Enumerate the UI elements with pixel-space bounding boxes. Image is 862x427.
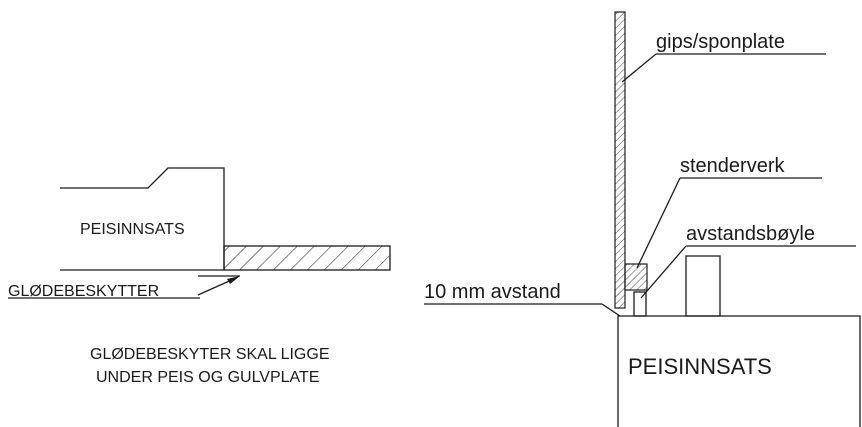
left-insert-label: PEISINNSATS [80, 221, 185, 238]
fireplace-insert-outline [60, 167, 225, 271]
gap-leader [601, 303, 621, 317]
stud-leader [636, 177, 681, 269]
note-line-2: UNDER PEIS OG GULVPLATE [96, 369, 319, 386]
ember-protector-plate [223, 245, 391, 271]
note-line-1: GLØDEBESKYTER SKAL LIGGE [90, 346, 330, 363]
stud-label: stenderverk [680, 155, 785, 177]
right-insert-label: PEISINNSATS [628, 354, 772, 379]
stud-section [624, 263, 648, 291]
wall-leader [621, 53, 657, 83]
plasterboard-wall [614, 11, 626, 309]
bracket-label: avstandsbøyle [686, 223, 815, 245]
fireplace-insert-box [617, 315, 861, 427]
insert-top-block [685, 255, 721, 317]
left-detail: PEISINNSATS GLØDEBESKYTTER GLØDEBESKYTER… [8, 167, 391, 386]
protector-label: GLØDEBESKYTTER [8, 283, 159, 300]
gap-label: 10 mm avstand [424, 281, 561, 303]
bracket-leader [640, 245, 687, 299]
right-detail: PEISINNSATS gips/sponplate stenderverk a… [424, 11, 861, 427]
wall-label: gips/sponplate [656, 31, 785, 53]
protector-arrowhead [227, 276, 240, 284]
spacer-bracket [633, 291, 647, 317]
